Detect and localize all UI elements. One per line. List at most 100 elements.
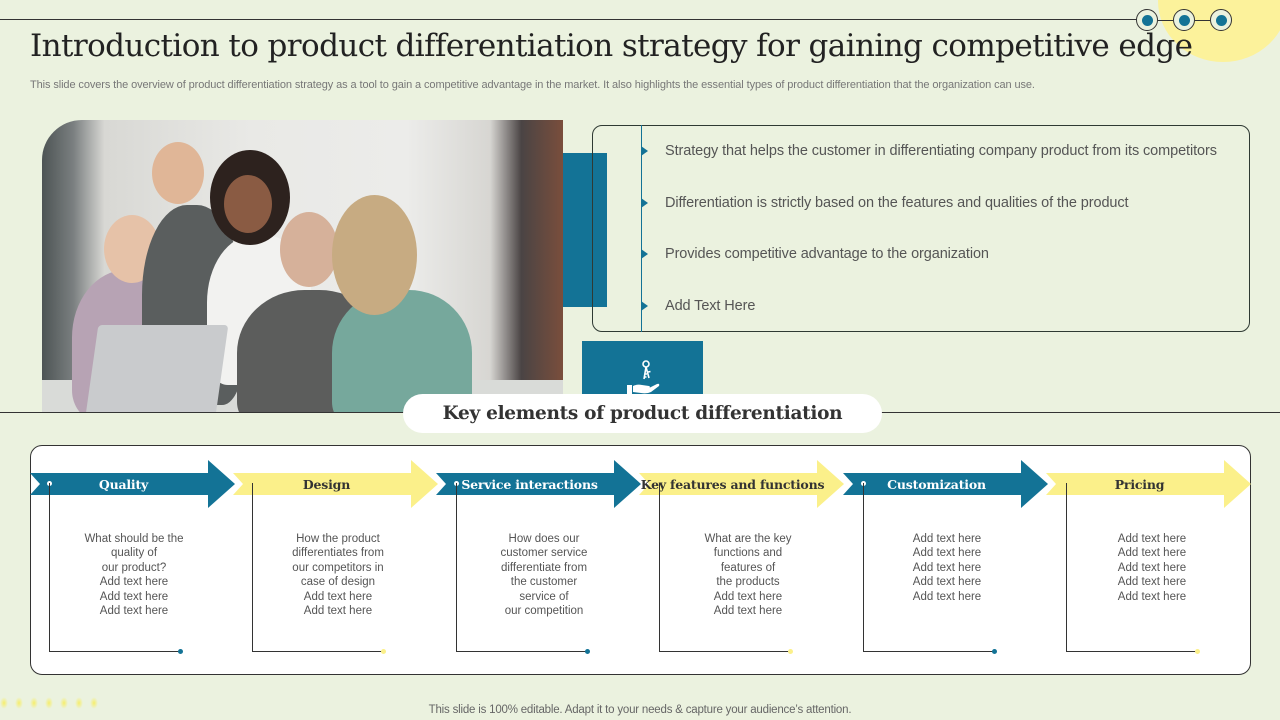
text-line: our competition [504,605,584,618]
text-line: functions and [713,547,783,560]
dot-icon [1136,9,1158,31]
bracket-line [863,483,864,651]
photo-person [332,290,472,412]
bracket-line [49,483,50,651]
triangle-bullet-icon [641,301,648,311]
text-line: Add text here [1117,533,1187,545]
slide-subtitle: This slide covers the overview of produc… [30,79,1035,91]
text-line: Add text here [713,590,783,603]
star-icon [0,697,8,709]
photo-face [152,142,204,204]
text-line: the customer [510,576,578,589]
info-divider-line [641,125,642,332]
section-title-pill: Key elements of product differentiation [403,394,882,433]
bracket-line [659,651,790,652]
arrow-shape [843,460,1048,508]
team-photo [42,120,563,412]
dot-connector [1195,19,1210,21]
decorative-dot-chain [1136,9,1232,31]
text-line: our product? [101,561,167,574]
text-line: features of [720,561,776,574]
step-description: How the product differentiates from our … [253,532,423,618]
triangle-bullet-icon [641,198,648,208]
step-description: How does our customer service differenti… [459,532,629,618]
text-line: How the product [296,533,380,545]
end-dot [788,649,793,654]
text-line: Add text here [1117,561,1187,574]
text-line: Add text here [99,590,169,603]
bullet-item: Provides competitive advantage to the or… [641,246,989,262]
text-line: customer service [500,547,588,560]
star-icon [30,697,38,709]
bracket-line [863,651,994,652]
end-dot [381,649,386,654]
star-icon [45,697,53,709]
text-line: Add text here [99,576,169,589]
bullet-item: Strategy that helps the customer in diff… [641,143,1217,159]
dot-icon [1173,9,1195,31]
accent-bar [563,153,607,307]
bracket-line [252,483,253,651]
step-quality: Quality [30,460,235,508]
step-label: Quality [98,476,149,492]
bracket-line [1066,651,1197,652]
bracket-line [49,651,180,652]
text-line: case of design [300,576,376,589]
slide-title: Introduction to product differentiation … [30,28,1193,64]
text-line: How does our [508,533,580,545]
text-line: Add text here [99,605,169,618]
arrow-shape [233,460,438,508]
text-line: the products [716,576,780,589]
photo-hair [332,195,417,315]
text-line: Add text here [912,561,982,574]
step-key-features: Key features and functions [639,460,844,508]
decorative-stars [0,697,98,709]
text-line: service of [519,590,569,603]
text-line: Add text here [1117,590,1187,603]
star-icon [60,697,68,709]
bullet-text: Differentiation is strictly based on the… [665,195,1129,211]
bracket-line [1066,483,1067,651]
text-line: What are the key [704,533,792,545]
text-line: Add text here [912,590,982,603]
header-divider-line [0,19,1138,20]
bracket-line [456,651,587,652]
step-label: Design [302,476,351,492]
arrow-shape [30,460,235,508]
arrow-shape [436,460,641,508]
end-dot [585,649,590,654]
bracket-line [252,651,383,652]
photo-laptop [85,325,229,412]
text-line: our competitors in [292,561,384,574]
step-label: Key features and functions [640,476,825,492]
footer-note: This slide is 100% editable. Adapt it to… [428,704,852,716]
text-line: Add text here [713,605,783,618]
info-box [592,125,1250,332]
text-line: Add text here [912,533,982,545]
dot-connector [1158,19,1173,21]
bullet-item: Add Text Here [641,298,755,314]
step-description: What are the key functions and features … [663,532,833,618]
section-title: Key elements of product differentiation [442,403,843,424]
step-description: What should be the quality of our produc… [49,532,219,618]
star-icon [15,697,23,709]
dot-icon [1210,9,1232,31]
text-line: differentiates from [292,547,384,560]
bullet-text: Provides competitive advantage to the or… [665,246,989,262]
photo-face [224,175,272,233]
text-line: Add text here [912,547,982,560]
text-line: Add text here [303,590,373,603]
end-dot [1195,649,1200,654]
text-line: Add text here [1117,576,1187,589]
text-line: What should be the [84,533,184,545]
arrow-shape [639,460,844,508]
star-icon [75,697,83,709]
step-customization: Customization [843,460,1048,508]
bullet-text: Strategy that helps the customer in diff… [665,143,1217,159]
arrow-shape [1046,460,1251,508]
step-pricing: Pricing [1046,460,1251,508]
bullet-item: Differentiation is strictly based on the… [641,195,1129,211]
text-line: Add text here [1117,547,1187,560]
star-icon [90,697,98,709]
photo-face [280,212,338,287]
